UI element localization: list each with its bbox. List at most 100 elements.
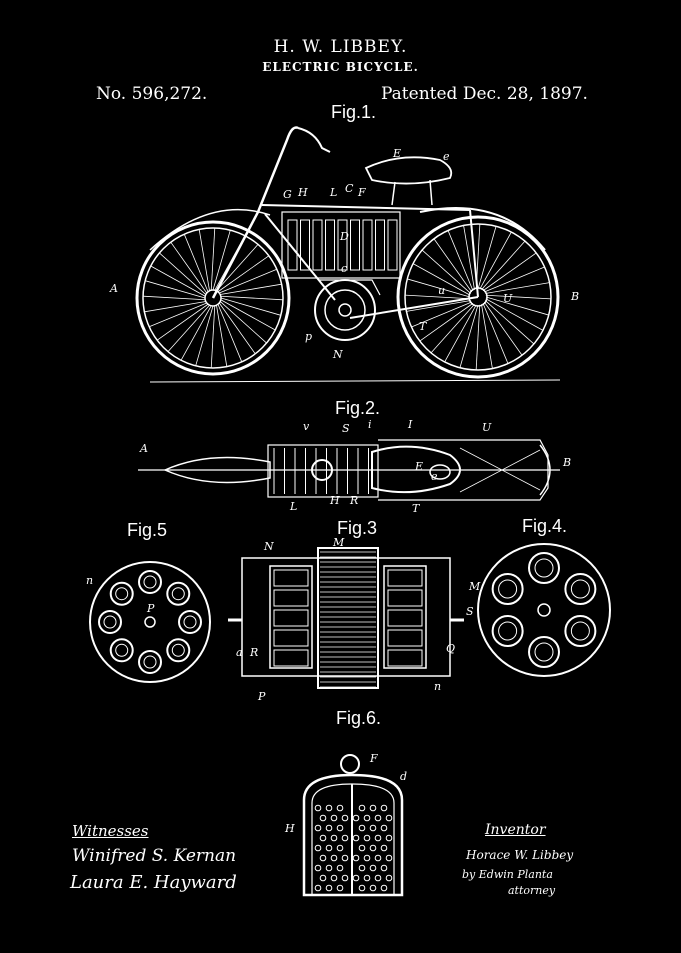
disc-cell xyxy=(528,636,560,668)
fig6-dot xyxy=(363,814,371,822)
fig3-letter: R xyxy=(249,646,258,659)
fig6-dot xyxy=(314,844,322,852)
wheel-spoke xyxy=(217,255,270,293)
fig2-letter: v xyxy=(303,420,310,433)
disc-cell-core xyxy=(498,621,518,641)
battery-cell xyxy=(325,219,335,271)
fig6-dot xyxy=(319,854,327,862)
wheel-spoke xyxy=(220,299,276,331)
inventor-name: H. W. LIBBEY. xyxy=(273,37,408,57)
wheel-spoke xyxy=(216,305,228,367)
fig6-dot xyxy=(380,804,388,812)
fig6-cell-drawing xyxy=(302,754,404,897)
fig6-dot xyxy=(369,844,377,852)
fig6-dot xyxy=(319,834,327,842)
fig6-dot xyxy=(380,824,388,832)
battery-cell xyxy=(337,219,348,271)
wheel-spoke xyxy=(484,266,545,293)
disc-cell-core xyxy=(171,643,185,657)
wheel-spoke xyxy=(210,227,216,291)
disc-cell xyxy=(166,638,191,663)
fig5-disc-drawing xyxy=(89,561,211,683)
wheel-spoke xyxy=(483,301,523,356)
fig2-label: Fig.2. xyxy=(335,398,381,418)
fig1-letter: T xyxy=(419,320,428,333)
fig3-letter: S xyxy=(466,605,474,618)
cell-block xyxy=(273,569,309,587)
wheel-spoke xyxy=(412,263,471,296)
fig1-letter: H xyxy=(297,186,308,199)
wheel-spoke xyxy=(463,225,475,290)
fig2-letter: A xyxy=(139,442,148,455)
wheel-spoke xyxy=(482,303,509,364)
fig3-letter: N xyxy=(263,540,274,553)
disc-cell xyxy=(138,570,162,594)
wheel-spoke xyxy=(411,301,472,328)
disc-cell xyxy=(109,581,134,606)
fig6-dot xyxy=(363,834,371,842)
fig2-letter: I xyxy=(407,418,413,431)
wheel-spoke xyxy=(180,305,212,361)
fig2-letter: R xyxy=(349,494,358,507)
fig6-dot xyxy=(369,804,377,812)
fig6-dot xyxy=(352,874,360,882)
disc-cell-core xyxy=(534,642,554,662)
fig6-label: Fig.6. xyxy=(336,708,382,728)
wheel-spoke xyxy=(218,302,256,355)
fig6-dot xyxy=(380,864,388,872)
fig1-letter: B xyxy=(570,290,579,303)
disc-cell-core xyxy=(498,579,518,599)
wheel-spoke xyxy=(485,294,551,300)
wheel-spoke xyxy=(477,226,497,290)
fig4-letter: M xyxy=(468,580,481,593)
fig1-letter: c xyxy=(341,262,347,275)
fig2-letter: U xyxy=(482,421,492,434)
fig6-dot xyxy=(314,884,322,892)
patent-number: No. 596,272. xyxy=(96,84,208,104)
fig6-dot xyxy=(330,814,338,822)
wheel-spoke xyxy=(459,304,479,368)
inventor-signature: Horace W. Libbey xyxy=(466,848,574,862)
fig1-letter: u xyxy=(438,284,445,297)
fig6-dot xyxy=(330,874,338,882)
disc-cell-core xyxy=(115,587,129,601)
fig6-dot xyxy=(385,874,393,882)
fig1-reference-letters: E e G H L C F D c A B p N T u U xyxy=(109,147,579,361)
fig6-dot xyxy=(336,804,344,812)
wheel-spoke xyxy=(159,252,207,295)
fig1-letter: e xyxy=(443,150,450,163)
fig1-letter: U xyxy=(503,292,513,305)
battery-cell xyxy=(300,219,310,271)
fig2-reference-letters: v S i I U E e B A L H R T xyxy=(139,418,571,515)
fig2-letter: S xyxy=(342,422,350,435)
wheel-spoke xyxy=(482,252,537,292)
wheel-spoke xyxy=(447,230,474,291)
fig6-dot xyxy=(358,844,366,852)
fig6-reference-letters: F d H xyxy=(284,752,407,835)
wheel-spoke xyxy=(149,302,207,328)
fig1-letter: E xyxy=(392,147,401,160)
fig6-dot xyxy=(374,854,382,862)
cell-block xyxy=(387,649,423,667)
fig1-letter: p xyxy=(305,330,312,343)
battery-cell xyxy=(387,219,398,271)
disc-cell-core xyxy=(570,579,590,599)
wheel-spoke xyxy=(198,229,210,291)
fig6-dot xyxy=(352,854,360,862)
fig6-dot xyxy=(358,824,366,832)
wheel-spoke xyxy=(220,295,283,301)
fig3-label: Fig.3 xyxy=(337,518,378,538)
fig6-dot xyxy=(325,804,333,812)
fig6-letter: H xyxy=(284,822,295,835)
fig5-label: Fig.5 xyxy=(127,520,168,540)
fig6-dot xyxy=(314,804,322,812)
witnesses-heading: Witnesses xyxy=(72,822,149,840)
wheel-spoke xyxy=(479,231,512,290)
disc-cell xyxy=(491,615,524,647)
fig3-motor-drawing xyxy=(228,547,464,689)
disc-cell-core xyxy=(183,615,197,629)
wheel-spoke xyxy=(144,301,206,313)
fig2-letter: E xyxy=(414,460,423,473)
